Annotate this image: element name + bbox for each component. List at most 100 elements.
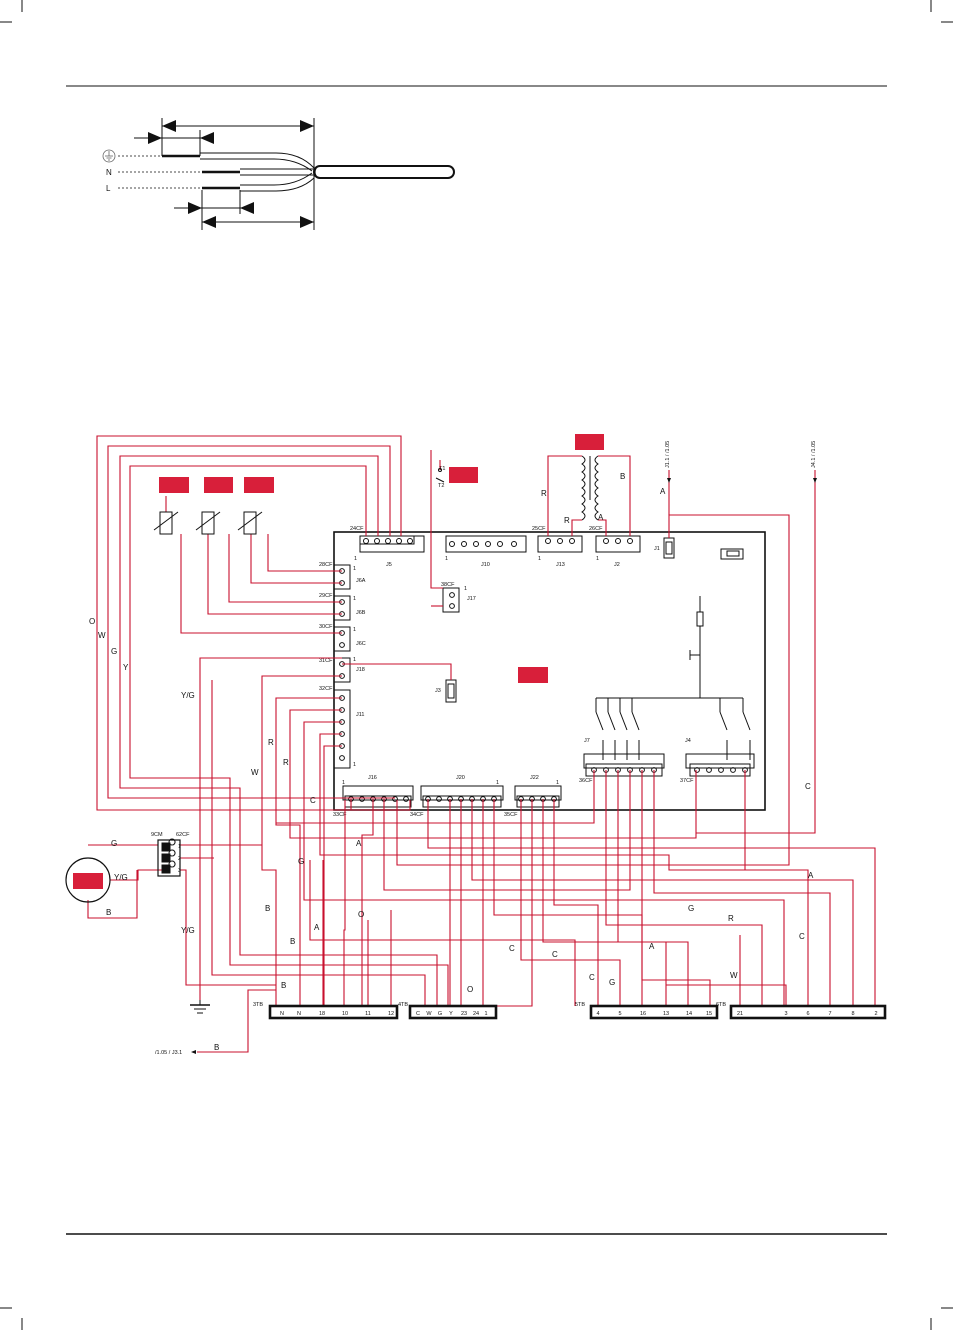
svg-text:33CF: 33CF <box>333 812 347 818</box>
svg-text:36CF: 36CF <box>579 778 593 784</box>
svg-text:3: 3 <box>178 868 181 874</box>
arrow-icon <box>813 478 817 483</box>
svg-text:A: A <box>314 923 320 932</box>
terminal-pin: 5 <box>618 1011 621 1017</box>
svg-text:C: C <box>589 973 595 982</box>
svg-text:B: B <box>265 904 270 913</box>
control-board <box>333 531 766 811</box>
earth-icon <box>102 149 116 163</box>
svg-text:C: C <box>805 782 811 791</box>
terminal-pin: 8 <box>851 1011 854 1017</box>
terminal-pin: C <box>416 1011 420 1017</box>
terminal-label: 6TB <box>716 1002 726 1008</box>
terminal-pin: Y <box>449 1011 453 1017</box>
reference-top-a: J1.1 / /1.05 <box>665 441 671 468</box>
svg-text:B: B <box>620 472 625 481</box>
svg-text:1: 1 <box>496 780 499 786</box>
terminal-block-body <box>589 1004 719 1020</box>
terminal-pin: 4 <box>596 1011 599 1017</box>
svg-text:Y/G: Y/G <box>181 691 195 700</box>
terminal-block-body <box>408 1004 498 1020</box>
svg-text:J1: J1 <box>654 546 660 552</box>
svg-text:37CF: 37CF <box>680 778 694 784</box>
svg-text:J16: J16 <box>368 775 377 781</box>
svg-text:1: 1 <box>353 627 356 633</box>
svg-text:O: O <box>89 617 95 626</box>
terminal-pin: 13 <box>663 1011 669 1017</box>
terminal-label: 3TB <box>253 1002 263 1008</box>
svg-text:J2: J2 <box>614 562 620 568</box>
svg-text:J11: J11 <box>356 712 364 718</box>
svg-text:1: 1 <box>464 586 467 592</box>
pump-cm-label: 9CM <box>151 832 163 838</box>
svg-text:32CF: 32CF <box>319 686 333 692</box>
svg-text:1: 1 <box>353 657 356 663</box>
svg-text:25CF: 25CF <box>532 526 546 532</box>
terminal-label: 4TB <box>398 1002 408 1008</box>
terminal-pin: 16 <box>640 1011 646 1017</box>
svg-text:J3: J3 <box>435 688 441 694</box>
svg-text:1: 1 <box>354 556 357 562</box>
svg-text:C: C <box>552 950 558 959</box>
terminal-pin: 3 <box>784 1011 787 1017</box>
svg-text:A: A <box>660 487 666 496</box>
svg-text:24CF: 24CF <box>350 526 364 532</box>
svg-text:G: G <box>609 978 615 987</box>
svg-text:1: 1 <box>353 596 356 602</box>
terminal-pin: 12 <box>388 1011 394 1017</box>
svg-text:B: B <box>290 937 295 946</box>
reference-bottom: /1.05 / J3.1 <box>155 1050 182 1056</box>
wire-letters: O W G Y Y/G R W R C R B R A A C G Y/G B … <box>89 472 814 1052</box>
svg-text:G: G <box>111 647 117 656</box>
svg-text:J5: J5 <box>386 562 392 568</box>
svg-text:B: B <box>281 981 286 990</box>
terminal-pin: 6 <box>806 1011 809 1017</box>
svg-text:Y/G: Y/G <box>181 926 195 935</box>
cable-strip-diagram: N L <box>102 118 455 230</box>
terminal-pin: 11 <box>365 1011 371 1017</box>
svg-text:1: 1 <box>353 566 356 572</box>
terminal-pin: 24 <box>473 1011 479 1017</box>
svg-text:O: O <box>467 985 473 994</box>
svg-text:1: 1 <box>596 556 599 562</box>
wires <box>87 435 876 1053</box>
svg-text:1: 1 <box>178 844 181 850</box>
svg-text:G: G <box>688 904 694 913</box>
terminal-pin: 23 <box>461 1011 467 1017</box>
svg-text:J6C: J6C <box>356 641 366 647</box>
svg-text:31CF: 31CF <box>319 658 333 664</box>
svg-text:G: G <box>111 839 117 848</box>
svg-text:A: A <box>356 839 362 848</box>
svg-text:T1: T1 <box>439 466 445 472</box>
terminal-block-body <box>268 1004 399 1020</box>
svg-text:R: R <box>283 758 289 767</box>
reference-top-c: J4.1 / /1.05 <box>811 441 817 468</box>
terminal-pin: 7 <box>828 1011 831 1017</box>
svg-text:R: R <box>564 516 570 525</box>
svg-text:B: B <box>106 908 111 917</box>
svg-text:T2: T2 <box>438 483 444 489</box>
svg-text:2: 2 <box>178 856 181 862</box>
svg-text:J6B: J6B <box>356 610 366 616</box>
svg-text:C: C <box>509 944 515 953</box>
terminal-pin: 15 <box>706 1011 712 1017</box>
svg-text:J13: J13 <box>556 562 565 568</box>
terminal-pin: G <box>438 1011 442 1017</box>
svg-text:A: A <box>598 513 604 522</box>
svg-text:Y: Y <box>123 663 129 672</box>
svg-text:1: 1 <box>445 556 448 562</box>
svg-text:29CF: 29CF <box>319 593 333 599</box>
terminal-pin: 14 <box>686 1011 692 1017</box>
arrow-icon <box>667 478 671 483</box>
svg-text:1: 1 <box>353 762 356 768</box>
svg-text:O: O <box>358 910 364 919</box>
svg-text:J10: J10 <box>481 562 490 568</box>
svg-text:W: W <box>730 971 738 980</box>
svg-text:35CF: 35CF <box>504 812 518 818</box>
svg-text:1: 1 <box>538 556 541 562</box>
svg-text:C: C <box>310 796 316 805</box>
